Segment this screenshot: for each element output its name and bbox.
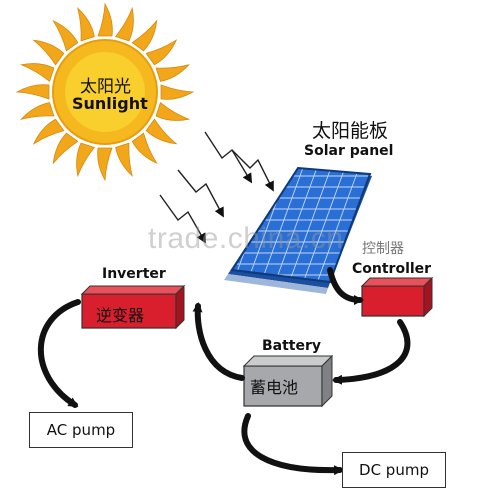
sun-ray bbox=[19, 63, 55, 83]
sun-ray bbox=[145, 39, 178, 66]
inverter-label-en: Inverter bbox=[102, 266, 166, 282]
sun-ray bbox=[32, 118, 65, 145]
battery-label-cn: 蓄电池 bbox=[250, 378, 299, 397]
sun-ray bbox=[145, 118, 178, 145]
arrow-inverter-to-ac-pump bbox=[37, 299, 81, 408]
sun-ray bbox=[76, 142, 96, 178]
ac-pump-label: AC pump bbox=[46, 421, 116, 439]
watermark: trade.china.cn bbox=[148, 222, 344, 255]
inverter-label-cn: 逆变器 bbox=[96, 306, 145, 325]
sun-ray bbox=[155, 64, 190, 82]
sun-ray bbox=[131, 132, 158, 165]
sun-ray bbox=[97, 2, 113, 37]
sun-ray bbox=[52, 132, 79, 165]
sun-ray bbox=[114, 6, 134, 42]
solar-panel-label-en: Solar panel bbox=[304, 143, 394, 159]
sun-ray bbox=[52, 19, 79, 52]
flow-arrows bbox=[37, 267, 411, 476]
battery-device bbox=[242, 354, 334, 408]
ac-pump-box: AC pump bbox=[29, 412, 133, 448]
solar-panel-graphic bbox=[224, 166, 372, 294]
arrow-controller-to-battery bbox=[332, 319, 411, 385]
inverter-device bbox=[80, 284, 186, 330]
sun-core bbox=[65, 52, 145, 132]
dc-pump-label: DC pump bbox=[359, 461, 429, 479]
arrow-battery-to-inverter bbox=[192, 302, 245, 381]
sun-ray bbox=[115, 142, 133, 177]
controller-label-en: Controller bbox=[352, 261, 432, 277]
solar-panel-label-cn: 太阳能板 bbox=[312, 120, 389, 142]
dc-pump-box: DC pump bbox=[342, 452, 446, 488]
arrow-panel-to-controller bbox=[327, 267, 364, 305]
battery-label-en: Battery bbox=[262, 338, 322, 354]
sun-rays bbox=[15, 2, 195, 182]
controller-label-cn: 控制器 bbox=[362, 241, 404, 257]
sun-ray bbox=[15, 84, 50, 100]
sun-ray bbox=[77, 7, 95, 42]
light-rays bbox=[159, 131, 274, 244]
sun-ray bbox=[160, 84, 195, 100]
sun-ray bbox=[97, 147, 113, 182]
sun-ray bbox=[155, 101, 191, 121]
sunlight-label-en: Sunlight bbox=[72, 94, 148, 113]
sun-ray bbox=[20, 102, 55, 120]
sunlight-label-cn: 太阳光 bbox=[80, 77, 131, 97]
sun-ray bbox=[131, 19, 158, 52]
arrow-battery-to-dc-pump bbox=[241, 413, 344, 476]
controller-device bbox=[360, 276, 434, 318]
sun-ray bbox=[32, 39, 65, 66]
